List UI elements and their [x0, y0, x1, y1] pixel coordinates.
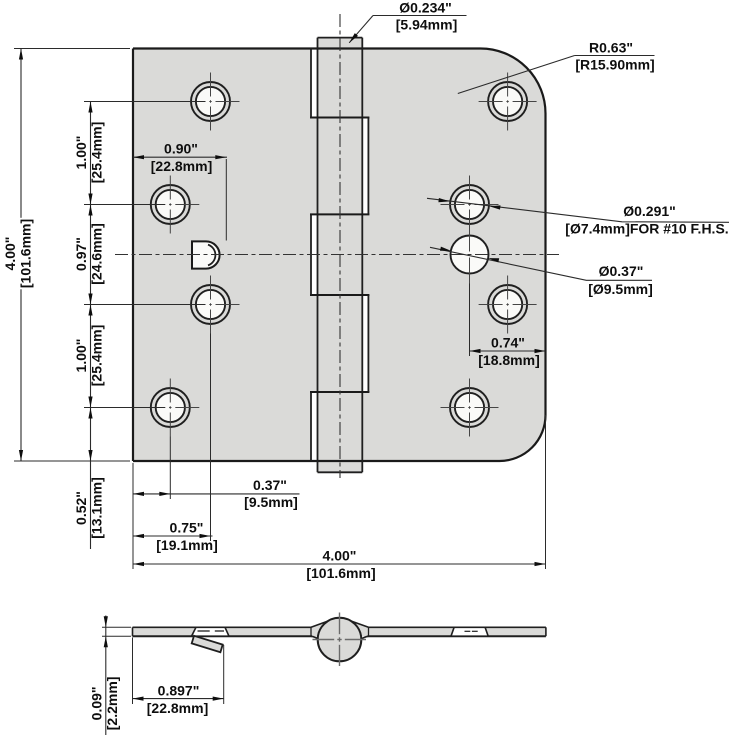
svg-text:[Ø9.5mm]: [Ø9.5mm] [588, 281, 653, 297]
svg-text:0.52": 0.52" [73, 491, 89, 525]
svg-text:[19.1mm]: [19.1mm] [156, 537, 217, 553]
svg-text:0.09": 0.09" [88, 686, 104, 720]
svg-text:[13.1mm]: [13.1mm] [89, 477, 105, 538]
svg-text:[Ø7.4mm]FOR #10 F.H.S.: [Ø7.4mm]FOR #10 F.H.S. [565, 221, 728, 237]
svg-text:[101.6mm]: [101.6mm] [18, 219, 34, 288]
svg-text:0.90": 0.90" [164, 141, 198, 157]
svg-text:1.00": 1.00" [73, 136, 89, 170]
svg-text:4.00": 4.00" [323, 547, 357, 563]
svg-text:[22.8mm]: [22.8mm] [151, 158, 212, 174]
svg-text:Ø0.234": Ø0.234" [399, 0, 452, 16]
svg-text:0.37": 0.37" [253, 477, 287, 493]
svg-text:0.97": 0.97" [73, 237, 89, 271]
svg-text:[22.8mm]: [22.8mm] [147, 700, 208, 716]
svg-text:[2.2mm]: [2.2mm] [104, 677, 120, 731]
svg-text:[25.4mm]: [25.4mm] [89, 122, 105, 183]
svg-text:0.897": 0.897" [158, 683, 200, 699]
svg-text:[5.94mm]: [5.94mm] [396, 17, 457, 33]
svg-text:0.75": 0.75" [170, 519, 204, 535]
svg-text:[24.6mm]: [24.6mm] [89, 223, 105, 284]
svg-text:Ø0.37": Ø0.37" [599, 263, 644, 279]
svg-text:[101.6mm]: [101.6mm] [306, 565, 375, 581]
svg-text:[9.5mm]: [9.5mm] [244, 494, 298, 510]
svg-text:R0.63": R0.63" [589, 40, 633, 56]
svg-text:0.74": 0.74" [491, 334, 525, 350]
svg-text:[R15.90mm]: [R15.90mm] [575, 57, 654, 73]
svg-text:1.00": 1.00" [73, 339, 89, 373]
svg-text:[18.8mm]: [18.8mm] [478, 352, 539, 368]
svg-text:Ø0.291": Ø0.291" [623, 203, 676, 219]
svg-text:[25.4mm]: [25.4mm] [89, 325, 105, 386]
svg-text:4.00": 4.00" [2, 237, 18, 271]
